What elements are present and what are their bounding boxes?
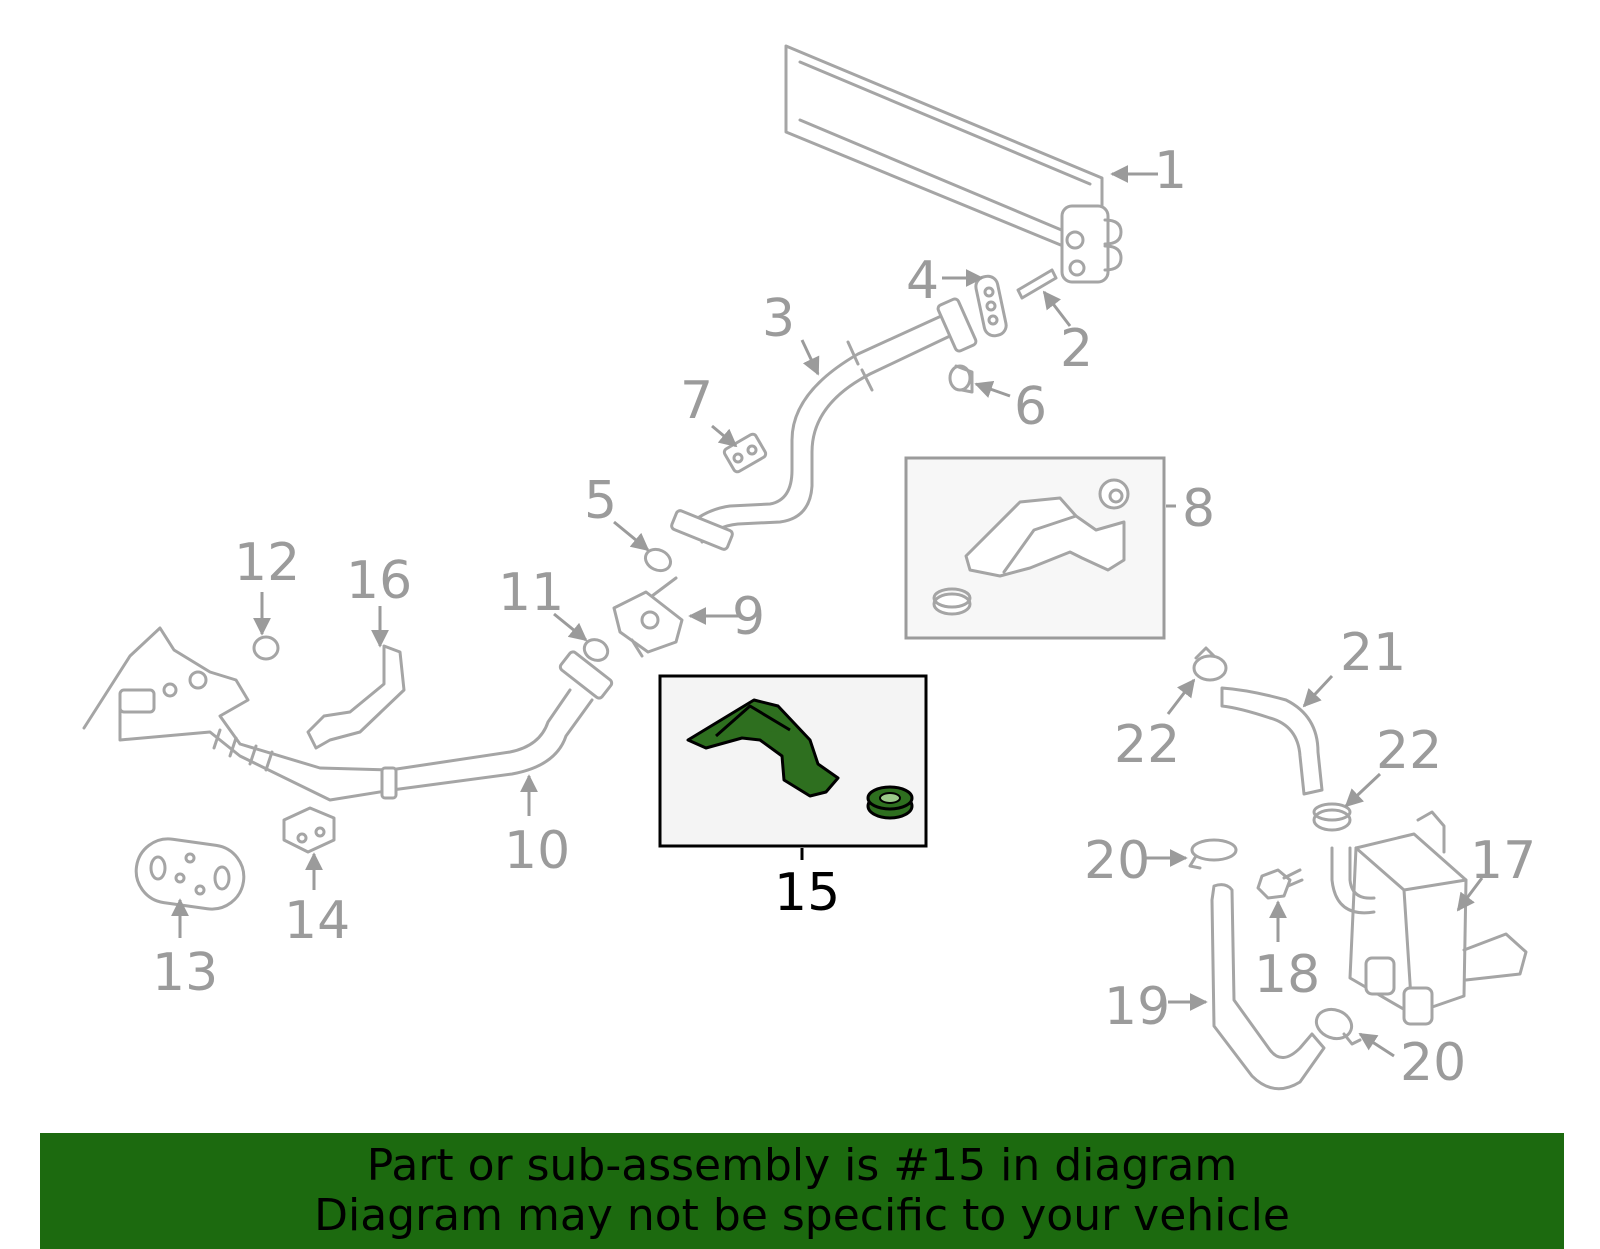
part-4-gasket — [974, 274, 1008, 338]
part-1-cooler — [784, 44, 1123, 284]
part-2-pin — [1016, 268, 1058, 300]
callout-1: 1 — [1154, 141, 1187, 201]
part-3-upper-pipes — [670, 297, 978, 551]
callout-8: 8 — [1182, 479, 1215, 539]
callout-22b: 22 — [1376, 721, 1442, 781]
part-18-bolt — [1256, 868, 1304, 900]
callout-3: 3 — [762, 289, 795, 349]
callout-17: 17 — [1470, 831, 1536, 891]
part-19-hose — [1210, 883, 1326, 1091]
part-9-fitting — [612, 576, 684, 658]
part-7-clip — [722, 432, 768, 474]
leader-lines — [171, 165, 1484, 1058]
callout-5: 5 — [584, 471, 617, 531]
part-15-box — [658, 674, 928, 848]
part-12-o-ring — [252, 635, 280, 661]
callout-6: 6 — [1014, 377, 1047, 437]
callout-12: 12 — [234, 533, 300, 593]
info-banner: Part or sub-assembly is #15 in diagram D… — [40, 1133, 1564, 1249]
banner-line-1: Part or sub-assembly is #15 in diagram — [366, 1140, 1238, 1191]
part-22-clamps — [1192, 646, 1352, 832]
callout-21: 21 — [1340, 623, 1406, 683]
callout-20a: 20 — [1084, 831, 1150, 891]
part-20-clamps — [1188, 838, 1362, 1046]
callout-4: 4 — [906, 251, 939, 311]
callout-16: 16 — [346, 551, 412, 611]
callout-20b: 20 — [1400, 1033, 1466, 1093]
callout-14: 14 — [284, 891, 350, 951]
part-17-oil-cooler — [1330, 810, 1528, 1026]
callout-15: 15 — [774, 863, 840, 923]
part-14-clip — [282, 806, 336, 854]
part-5-o-ring — [643, 547, 673, 573]
parts-diagram: 1 2 3 4 5 6 7 8 9 10 11 12 13 14 15 16 1… — [82, 44, 1536, 1093]
part-11-o-ring — [582, 638, 610, 662]
callout-2: 2 — [1060, 319, 1093, 379]
part-8-box — [904, 456, 1166, 640]
part-16-bracket — [306, 644, 406, 750]
callout-13: 13 — [152, 943, 218, 1003]
callout-10: 10 — [504, 821, 570, 881]
part-10-lower-pipes — [82, 626, 614, 802]
part-13-gasket — [134, 837, 246, 911]
part-21-hose — [1220, 686, 1324, 796]
banner-line-2: Diagram may not be specific to your vehi… — [314, 1190, 1290, 1241]
callout-19: 19 — [1104, 977, 1170, 1037]
callout-7: 7 — [680, 371, 713, 431]
callout-22a: 22 — [1114, 715, 1180, 775]
callout-9: 9 — [732, 587, 765, 647]
part-6-sleeve — [948, 364, 974, 394]
callout-18: 18 — [1254, 945, 1320, 1005]
callout-11: 11 — [498, 563, 564, 623]
